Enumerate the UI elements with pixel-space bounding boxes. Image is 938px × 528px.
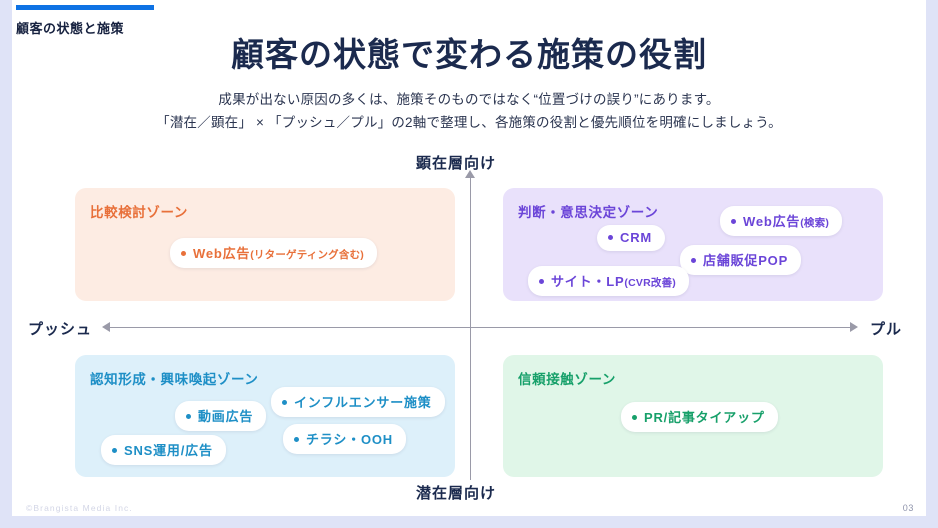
pill-label: インフルエンサー施策 (294, 395, 432, 410)
pill-label: PR/記事タイアップ (644, 410, 765, 425)
bullet-dot-icon (632, 415, 637, 420)
slide-kicker: 顧客の状態と施策 (16, 21, 125, 36)
arrow-left-icon (102, 322, 110, 332)
horizontal-axis-line (108, 327, 851, 328)
pill-label: サイト・LP (551, 274, 625, 289)
axis-label-left: プッシュ (28, 321, 93, 338)
measure-pill[interactable]: 店舗販促POP (680, 245, 802, 275)
copyright-text: ©Brangista Media Inc. (26, 503, 133, 513)
quadrant-title: 認知形成・興味喚起ゾーン (90, 372, 259, 387)
accent-bar (16, 5, 154, 10)
bullet-dot-icon (282, 400, 287, 405)
pill-label: 店舗販促POP (703, 253, 789, 268)
quadrant-top-right: 判断・意思決定ゾーン CRM Web広告 (検索) 店舗販促POP サイト・LP… (503, 188, 883, 301)
pill-note: (CVR改善) (624, 277, 676, 289)
bullet-dot-icon (112, 448, 117, 453)
arrow-right-icon (850, 322, 858, 332)
quadrant-bottom-left: 認知形成・興味喚起ゾーン 動画広告 インフルエンサー施策 チラシ・OOH SNS… (75, 355, 455, 477)
pill-label: SNS運用/広告 (124, 443, 213, 458)
pill-label: チラシ・OOH (306, 432, 393, 447)
axis-label-bottom: 潜在層向け (416, 485, 497, 502)
quadrant-title: 比較検討ゾーン (90, 205, 189, 220)
pill-label: Web広告 (193, 246, 251, 261)
bullet-dot-icon (731, 219, 736, 224)
vertical-axis-line (470, 176, 471, 480)
bullet-dot-icon (294, 437, 299, 442)
measure-pill[interactable]: PR/記事タイアップ (621, 402, 778, 432)
page-title: 顧客の状態で変わる施策の役割 (231, 36, 707, 73)
pill-label: 動画広告 (198, 409, 254, 424)
measure-pill[interactable]: サイト・LP (CVR改善) (528, 266, 689, 296)
axis-label-top: 顕在層向け (416, 155, 497, 172)
page-number: 03 (902, 503, 914, 513)
subtitle-line-1: 成果が出ない原因の多くは、施策そのものではなく“位置づけの誤り”にあります。 (218, 92, 720, 107)
bullet-dot-icon (608, 235, 613, 240)
bullet-dot-icon (691, 258, 696, 263)
pill-note: (リターゲティング含む) (250, 249, 364, 261)
measure-pill[interactable]: CRM (597, 225, 666, 251)
measure-pill[interactable]: SNS運用/広告 (101, 435, 226, 465)
measure-pill[interactable]: Web広告 (リターゲティング含む) (170, 238, 377, 268)
measure-pill[interactable]: インフルエンサー施策 (271, 387, 445, 417)
quadrant-bottom-right: 信頼接触ゾーン PR/記事タイアップ (503, 355, 883, 477)
slide-canvas: 顧客の状態と施策 顧客の状態で変わる施策の役割 成果が出ない原因の多くは、施策そ… (12, 0, 926, 516)
quadrant-title: 判断・意思決定ゾーン (518, 205, 659, 220)
pill-note: (検索) (800, 217, 830, 229)
bullet-dot-icon (186, 414, 191, 419)
axis-label-right: プル (870, 321, 903, 338)
arrow-up-icon (465, 170, 475, 178)
measure-pill[interactable]: 動画広告 (175, 401, 267, 431)
bullet-dot-icon (181, 251, 186, 256)
measure-pill[interactable]: Web広告 (検索) (720, 206, 843, 236)
quadrant-title: 信頼接触ゾーン (518, 372, 617, 387)
pill-label: CRM (620, 230, 653, 245)
pill-label: Web広告 (743, 214, 801, 229)
measure-pill[interactable]: チラシ・OOH (283, 424, 406, 454)
subtitle-line-2: 「潜在／顕在」 × 「プッシュ／プル」の2軸で整理し、各施策の役割と優先順位を明… (156, 115, 782, 130)
quadrant-top-left: 比較検討ゾーン Web広告 (リターゲティング含む) (75, 188, 455, 301)
bullet-dot-icon (539, 279, 544, 284)
